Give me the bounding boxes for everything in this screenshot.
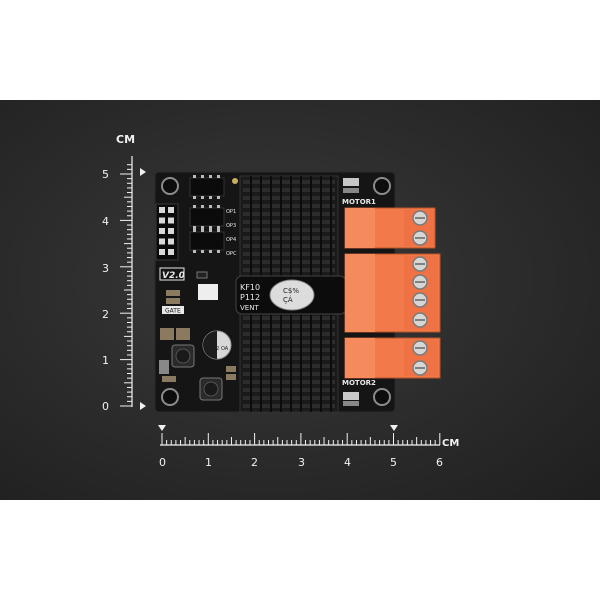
horizontal-ruler-marker-left (158, 425, 166, 431)
mounting-hole-bottom-right (373, 388, 391, 406)
motor-driver-board: OP1 OP3 OP4 OPC V2.0 GATE 22 OA (154, 171, 441, 413)
horizontal-tick-label-4: 4 (344, 456, 351, 469)
mounting-hole-top-right (373, 177, 391, 195)
heatsink (239, 175, 339, 413)
capacitor-part-number: P112 (240, 293, 260, 302)
horizontal-tick-label-3: 3 (298, 456, 305, 469)
mounting-hole-bottom-left (161, 388, 179, 406)
jumper-block (198, 284, 218, 300)
gate-label-bg (162, 306, 184, 314)
film-capacitor: C$% ÇÁ KF10 P112 VENT (235, 275, 347, 315)
horizontal-tick-label-2: 2 (251, 456, 258, 469)
vertical-ruler: CM 5 4 3 2 1 0 (102, 133, 146, 413)
motor2-label: MOTOR2 (342, 379, 376, 387)
horizontal-ruler-marker-right (390, 425, 398, 431)
vertical-ruler-ticks (120, 164, 132, 407)
svg-text:C$%: C$% (283, 287, 299, 295)
pin-header (155, 203, 179, 261)
vertical-ruler-marker-bottom (140, 402, 146, 410)
horizontal-ruler: 0 1 2 3 4 5 6 CM (158, 425, 459, 469)
label-op3: OP3 (226, 223, 236, 229)
label-opc: OPC (226, 251, 237, 257)
gate-label: GATE (165, 308, 181, 315)
vertical-tick-label-3: 3 (102, 262, 109, 275)
horizontal-ruler-unit: CM (442, 438, 459, 449)
ic-chips (189, 175, 225, 253)
vertical-tick-label-5: 5 (102, 168, 109, 181)
horizontal-ruler-ticks (161, 433, 441, 445)
vertical-ruler-marker-top (140, 168, 146, 176)
vertical-ruler-unit: CM (116, 133, 135, 146)
svg-text:ÇÁ: ÇÁ (283, 295, 293, 304)
horizontal-tick-label-5: 5 (390, 456, 397, 469)
vertical-tick-label-1: 1 (102, 354, 109, 367)
horizontal-tick-label-0: 0 (159, 456, 166, 469)
vertical-tick-label-0: 0 (102, 400, 109, 413)
capacitor-label-b: VENT (240, 304, 259, 312)
mounting-hole-top-left (161, 177, 179, 195)
horizontal-tick-label-1: 1 (205, 456, 212, 469)
label-op1: OP1 (226, 209, 236, 215)
vertical-tick-label-4: 4 (102, 215, 109, 228)
horizontal-tick-label-6: 6 (436, 456, 443, 469)
version-label: V2.0 (162, 271, 185, 281)
terminal-screws (412, 210, 428, 376)
motor1-label: MOTOR1 (342, 198, 376, 206)
capacitor-label-a: KF10 (240, 283, 260, 292)
label-op4: OP4 (226, 237, 236, 243)
vertical-tick-label-2: 2 (102, 308, 109, 321)
capacitor-marking: 22 OA (213, 346, 229, 352)
